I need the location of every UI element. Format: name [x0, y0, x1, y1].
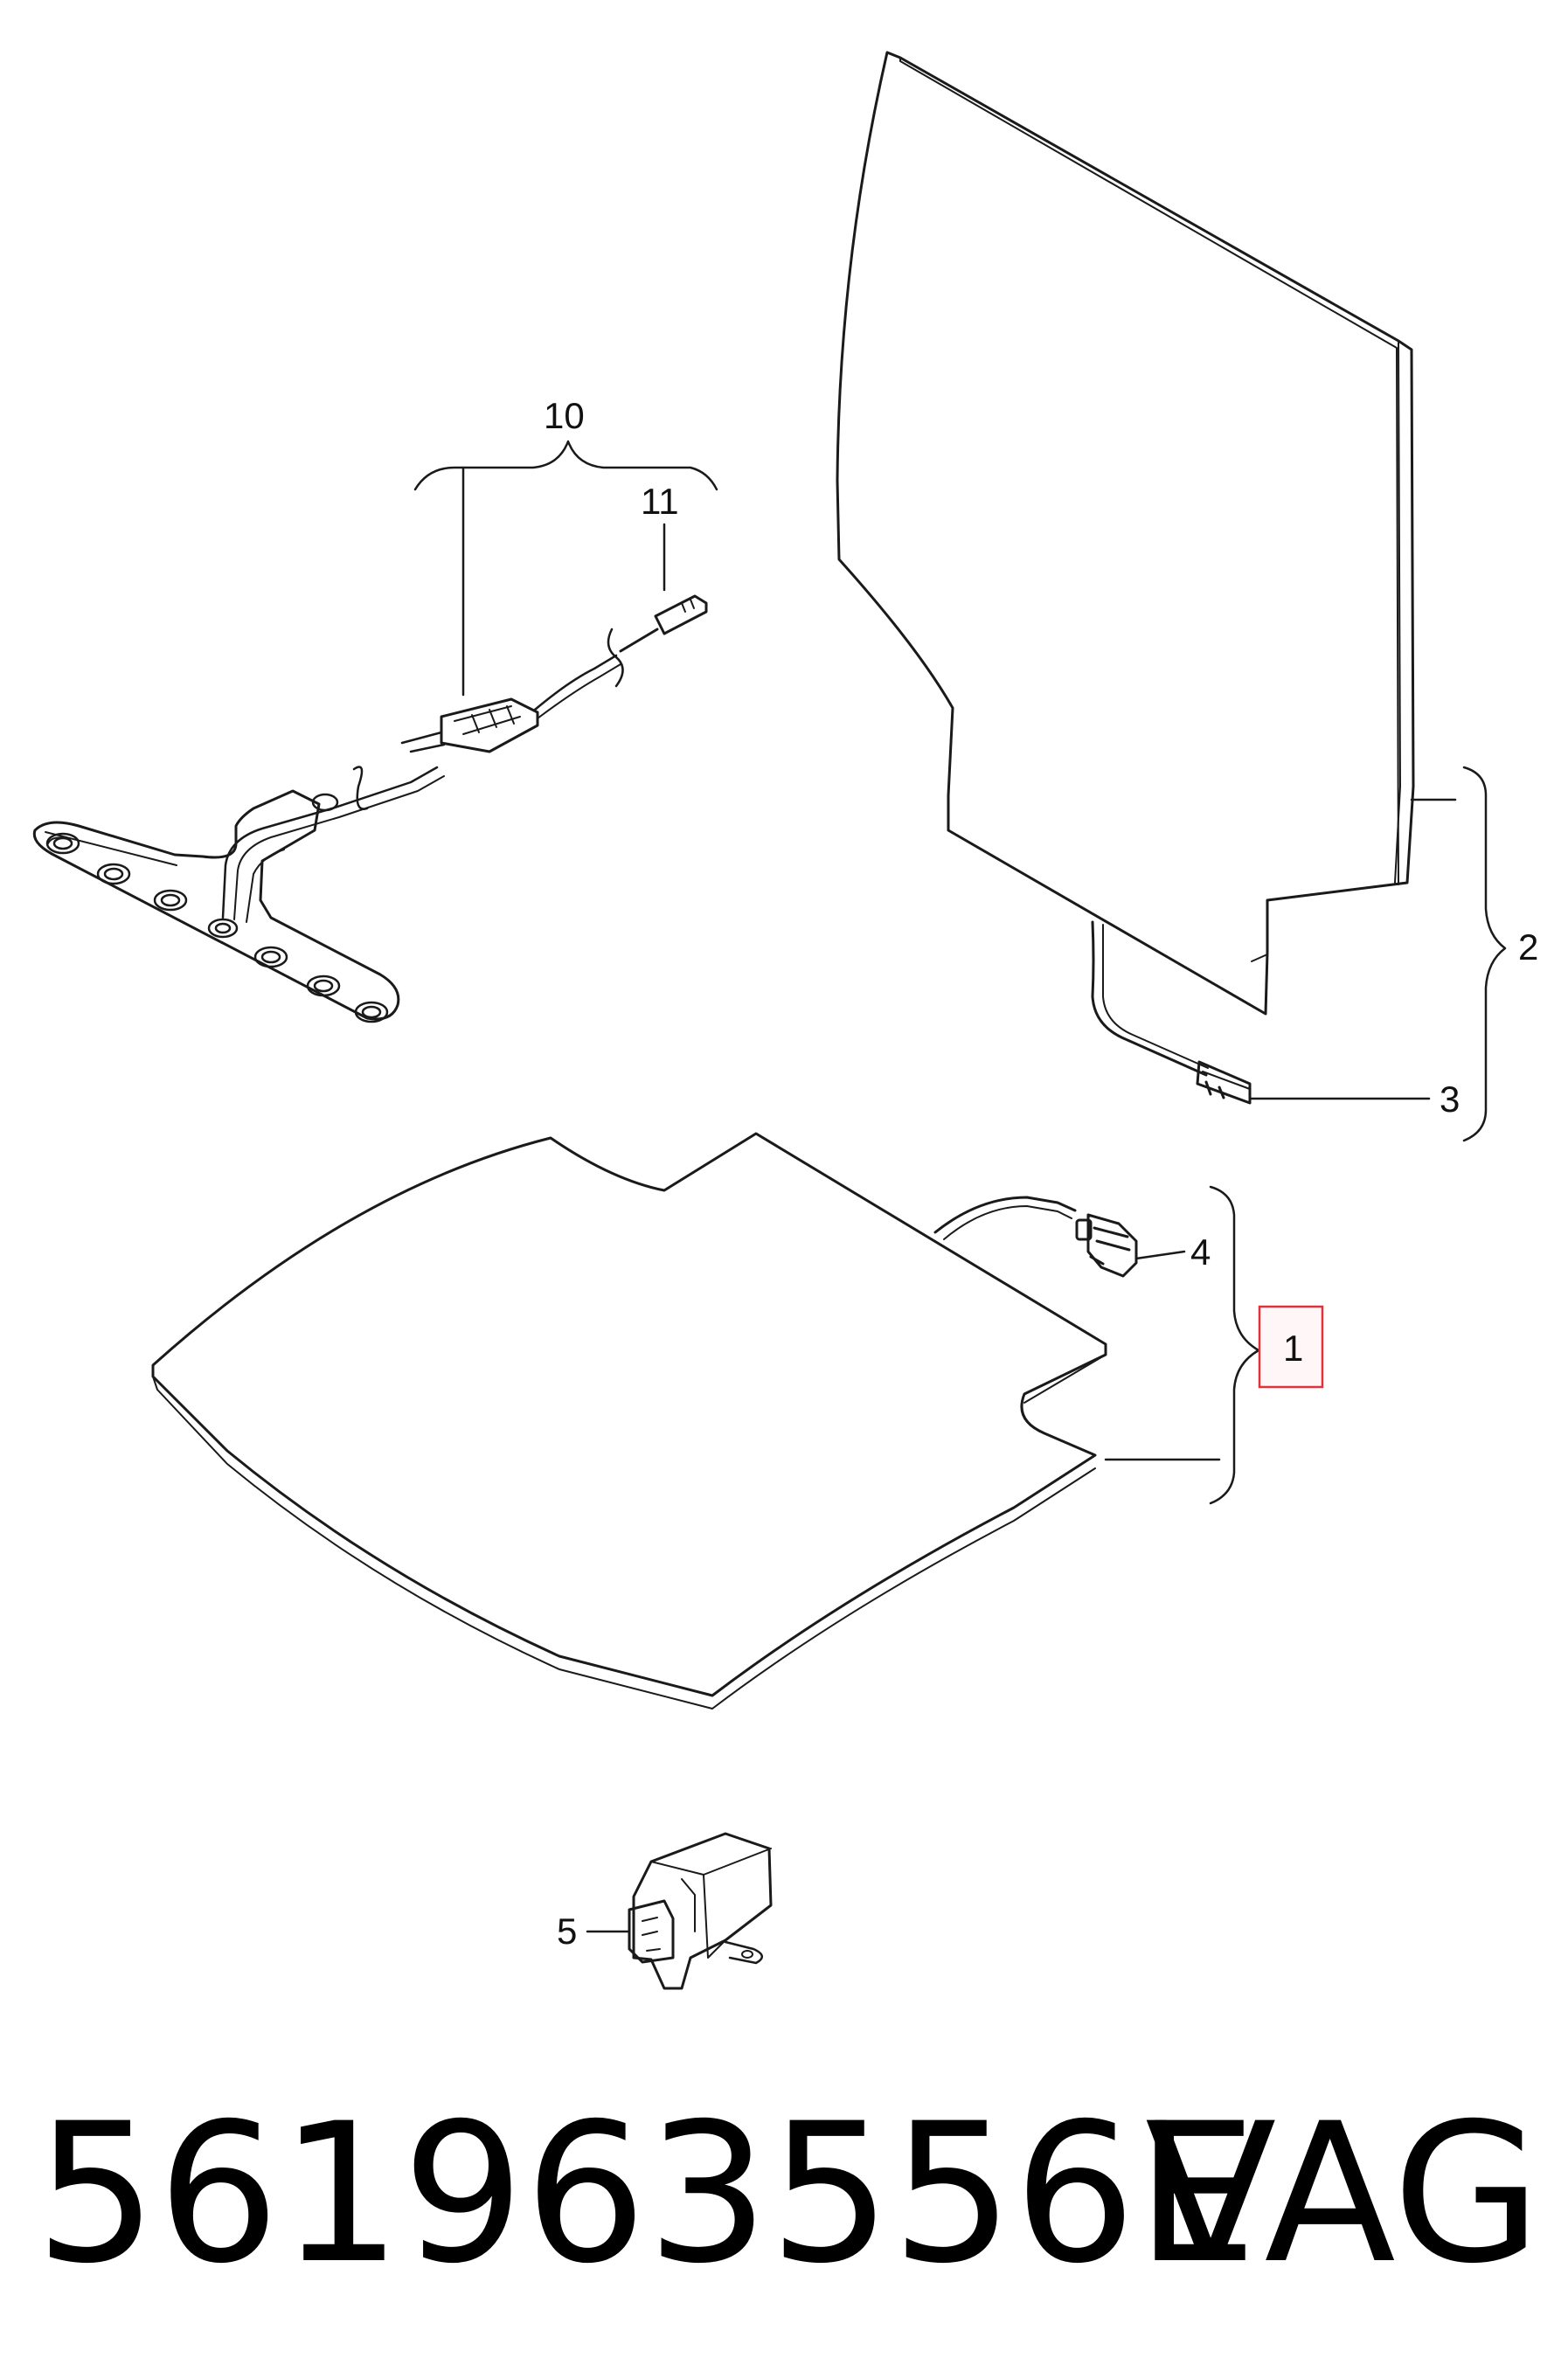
footer: 561963556E VAG — [35, 2080, 1542, 2307]
bracket-2 — [1462, 766, 1507, 1142]
callout-3[interactable]: 3 — [1440, 1079, 1460, 1120]
backrest-heating-element[interactable] — [836, 51, 1415, 1016]
callout-5[interactable]: 5 — [557, 1911, 577, 1952]
callout-2[interactable]: 2 — [1518, 926, 1538, 968]
leader-line-4 — [1134, 1250, 1186, 1260]
seat-connector[interactable] — [933, 1196, 1138, 1278]
callout-1[interactable]: 1 — [1283, 1328, 1303, 1369]
callout-10[interactable]: 10 — [544, 395, 585, 436]
callout-11[interactable]: 11 — [641, 481, 679, 522]
bracket-10 — [413, 440, 718, 491]
brand-name: VAG — [1145, 2082, 1542, 2306]
occupancy-sensor-mat[interactable] — [32, 594, 708, 1023]
control-module[interactable] — [628, 1832, 773, 1990]
bracket-1 — [1209, 1185, 1260, 1505]
seat-heating-element[interactable] — [151, 1132, 1107, 1710]
sensor-pads — [45, 832, 389, 1023]
highlight-box — [1258, 1305, 1324, 1389]
callout-4[interactable]: 4 — [1190, 1231, 1211, 1273]
backrest-connector[interactable] — [1091, 920, 1252, 1105]
part-number: 561963556E — [35, 2082, 1258, 2306]
